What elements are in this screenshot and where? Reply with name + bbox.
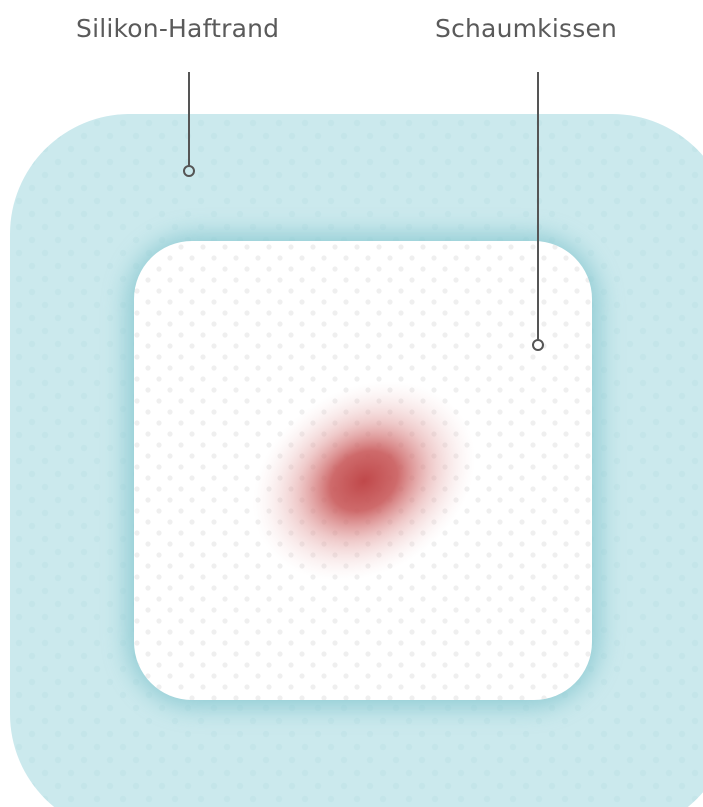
label-foam-pad: Schaumkissen bbox=[435, 14, 617, 43]
label-silicone-border: Silikon-Haftrand bbox=[76, 14, 279, 43]
